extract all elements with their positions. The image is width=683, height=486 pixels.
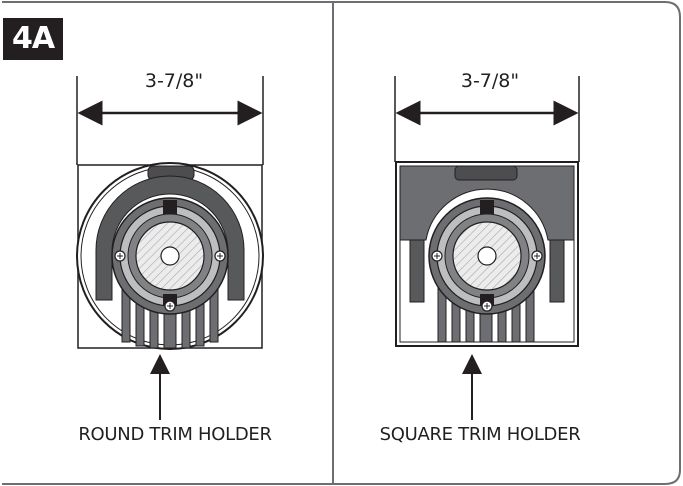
dimension-label-left: 3-7/8" xyxy=(144,70,204,92)
dimension-label-right: 3-7/8" xyxy=(460,70,520,92)
caption-round-trim-holder: ROUND TRIM HOLDER xyxy=(78,424,272,445)
caption-square-trim-holder: SQUARE TRIM HOLDER xyxy=(379,424,581,445)
figure-badge: 4A xyxy=(3,18,63,60)
round-trim-holder-drawing xyxy=(76,76,264,420)
square-trim-holder-drawing xyxy=(394,76,580,420)
